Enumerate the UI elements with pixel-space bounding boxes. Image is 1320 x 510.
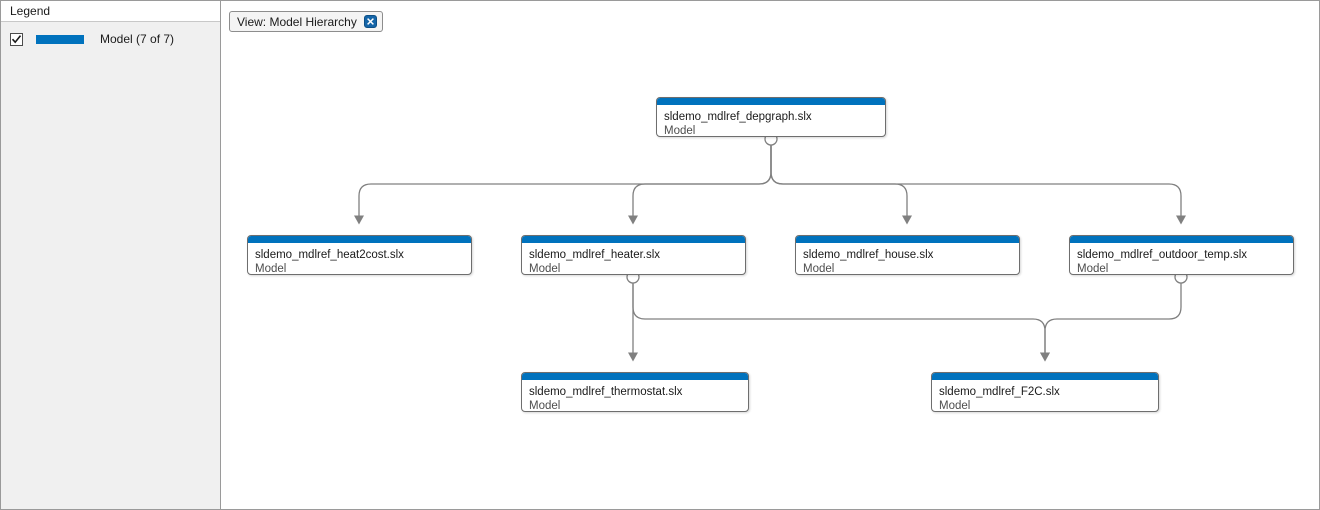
node-header-bar: [657, 98, 885, 105]
node-text: sldemo_mdlref_heat2cost.slx Model: [248, 243, 471, 275]
legend-body: Model (7 of 7): [1, 22, 220, 509]
node-title: sldemo_mdlref_house.slx: [803, 249, 934, 261]
checkbox-checked-icon[interactable]: [10, 32, 23, 46]
view-chip-label: View: Model Hierarchy: [237, 14, 357, 29]
legend-item-label: Model (7 of 7): [100, 32, 175, 46]
node-subtitle: Model: [803, 263, 835, 275]
node-header-bar: [522, 236, 745, 243]
node-text: sldemo_mdlref_depgraph.slx Model: [657, 105, 885, 137]
view-filter-chip[interactable]: View: Model Hierarchy: [229, 11, 383, 32]
node-header-bar: [248, 236, 471, 243]
node-subtitle: Model: [939, 400, 971, 412]
node-title: sldemo_mdlref_heat2cost.slx: [255, 249, 404, 261]
close-x-icon[interactable]: [363, 15, 377, 28]
node-title: sldemo_mdlref_depgraph.slx: [664, 111, 812, 123]
node-title: sldemo_mdlref_F2C.slx: [939, 386, 1060, 398]
legend-header: Legend: [1, 1, 220, 22]
graph-edges: [354, 132, 1188, 362]
node-text: sldemo_mdlref_thermostat.slx Model: [522, 380, 748, 412]
node-header-bar: [932, 373, 1158, 380]
node-title: sldemo_mdlref_outdoor_temp.slx: [1077, 249, 1248, 261]
legend-title: Legend: [10, 4, 51, 18]
node-subtitle: Model: [529, 400, 561, 412]
node-subtitle: Model: [664, 125, 696, 137]
model-node-heater[interactable]: sldemo_mdlref_heater.slx Model: [521, 235, 746, 275]
model-node-outdoor-temp[interactable]: sldemo_mdlref_outdoor_temp.slx Model: [1069, 235, 1294, 275]
legend-item-model[interactable]: Model (7 of 7): [1, 29, 220, 49]
graph-canvas[interactable]: View: Model Hierarchy: [221, 1, 1319, 509]
node-header-bar: [1070, 236, 1293, 243]
legend-color-swatch: [36, 34, 84, 44]
model-node-house[interactable]: sldemo_mdlref_house.slx Model: [795, 235, 1020, 275]
node-text: sldemo_mdlref_F2C.slx Model: [932, 380, 1158, 412]
node-subtitle: Model: [1077, 263, 1109, 275]
model-node-heat2cost[interactable]: sldemo_mdlref_heat2cost.slx Model: [247, 235, 472, 275]
legend-panel: Legend Model (7 of 7): [1, 1, 221, 509]
model-node-depgraph[interactable]: sldemo_mdlref_depgraph.slx Model: [656, 97, 886, 137]
model-node-thermostat[interactable]: sldemo_mdlref_thermostat.slx Model: [521, 372, 749, 412]
model-node-f2c[interactable]: sldemo_mdlref_F2C.slx Model: [931, 372, 1159, 412]
node-header-bar: [796, 236, 1019, 243]
node-text: sldemo_mdlref_heater.slx Model: [522, 243, 745, 275]
node-text: sldemo_mdlref_outdoor_temp.slx Model: [1070, 243, 1293, 275]
node-subtitle: Model: [529, 263, 561, 275]
node-subtitle: Model: [255, 263, 287, 275]
node-text: sldemo_mdlref_house.slx Model: [796, 243, 1019, 275]
node-header-bar: [522, 373, 748, 380]
node-title: sldemo_mdlref_heater.slx: [529, 249, 661, 261]
node-title: sldemo_mdlref_thermostat.slx: [529, 386, 683, 398]
